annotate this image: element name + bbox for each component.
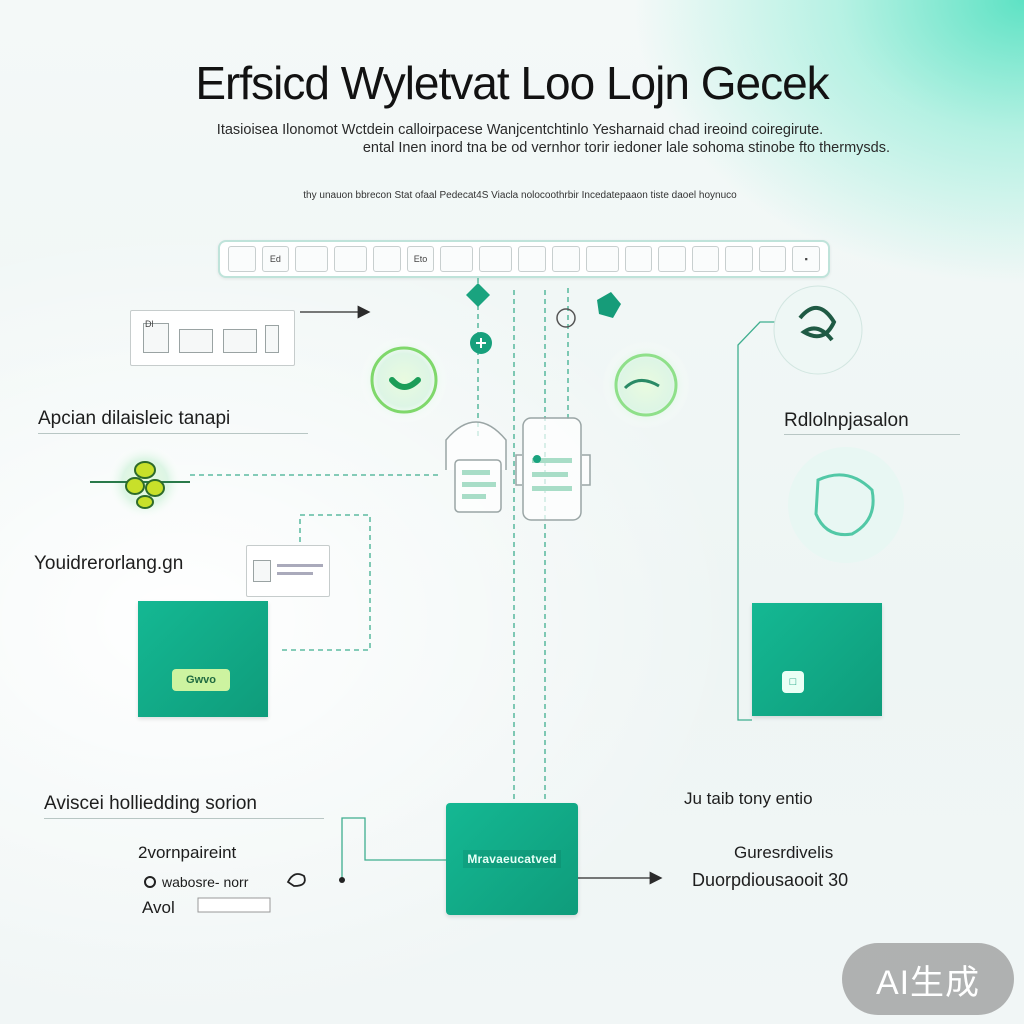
diamond-node-icon [466, 283, 490, 307]
plant-icon [90, 461, 190, 509]
subtitle-line-2: ental Inen inord tna be od vernhor torir… [362, 140, 890, 156]
device-frames [445, 417, 591, 521]
toolbar-button-3[interactable] [295, 246, 329, 272]
bullet-icon [144, 876, 156, 888]
list-item-1[interactable]: 2vornpaireint [138, 843, 237, 862]
list-item-2[interactable]: wabosre- norr [162, 874, 249, 890]
left-green-card[interactable]: Gwvo [138, 601, 268, 717]
center-output-box[interactable]: Mravaeucatved [446, 803, 578, 915]
toolbar-button-10[interactable] [552, 246, 580, 272]
left-top-panel[interactable]: Dl [130, 310, 295, 366]
connector-left-elbow [278, 514, 371, 651]
subtitle-line-1: Itasioisea Ilonomot Wctdein calloirpaces… [216, 122, 824, 138]
toolbar-button-17[interactable]: ▪ [792, 246, 820, 272]
panel-label: Dl [145, 319, 154, 329]
left-label-1: Apcian dilaisleic tanapi [38, 408, 231, 429]
right-label-4: Duorpdiousaooit 30 [692, 870, 849, 890]
device-circle [788, 447, 904, 563]
toolbar-button-6[interactable]: Eto [406, 246, 435, 272]
left-label-2: Youidrerorlang.gn [34, 553, 184, 574]
toolbar-button-2[interactable]: Ed [261, 246, 290, 272]
right-green-card[interactable]: □ [752, 603, 882, 716]
swirl-icon [623, 379, 660, 390]
toolbar-button-8[interactable] [479, 246, 513, 272]
right-label-1: Rdlolnpjasalon [784, 410, 909, 431]
toolbar-button-15[interactable] [725, 246, 753, 272]
toolbar-button-16[interactable] [758, 246, 787, 272]
toolbar-button-1[interactable] [228, 246, 256, 272]
toolbar-button-7[interactable] [440, 246, 474, 272]
toolbar-button-14[interactable] [691, 246, 720, 272]
link-icon [286, 873, 306, 887]
toolbar-button-13[interactable] [658, 246, 686, 272]
connector-bottom-left [341, 817, 446, 880]
toolbar-button-5[interactable] [373, 246, 401, 272]
leaf-icon [389, 377, 421, 390]
right-label-3: Guresrdivelis [734, 843, 834, 862]
toolbar-button-9[interactable] [518, 246, 546, 272]
caption: thy unauon bbrecon Stat ofaal Pedecat4S … [303, 190, 737, 201]
left-green-pill: Gwvo [172, 669, 230, 691]
left-mid-panel[interactable] [246, 545, 330, 597]
toolbar-button-4[interactable] [334, 246, 368, 272]
device-icon [814, 473, 875, 537]
toolbar-button-12[interactable] [624, 246, 653, 272]
knot-icon [798, 306, 837, 342]
tag-node-icon [597, 292, 621, 318]
right-label-2: Ju taib tony entio [684, 789, 813, 808]
toolbar: Ed Eto ▪ [218, 240, 830, 278]
right-card-icon: □ [782, 671, 804, 693]
toolbar-button-11[interactable] [585, 246, 619, 272]
ai-generated-badge: AI生成 [842, 943, 1014, 1015]
left-label-3: Aviscei holliedding sorion [44, 793, 257, 814]
center-box-label: Mravaeucatved [463, 850, 561, 868]
list-item-3[interactable]: Avol [142, 898, 175, 917]
node-icons [466, 283, 621, 354]
page-title: Erfsicd Wyletvat Loo Lojn Gecek [195, 57, 829, 109]
